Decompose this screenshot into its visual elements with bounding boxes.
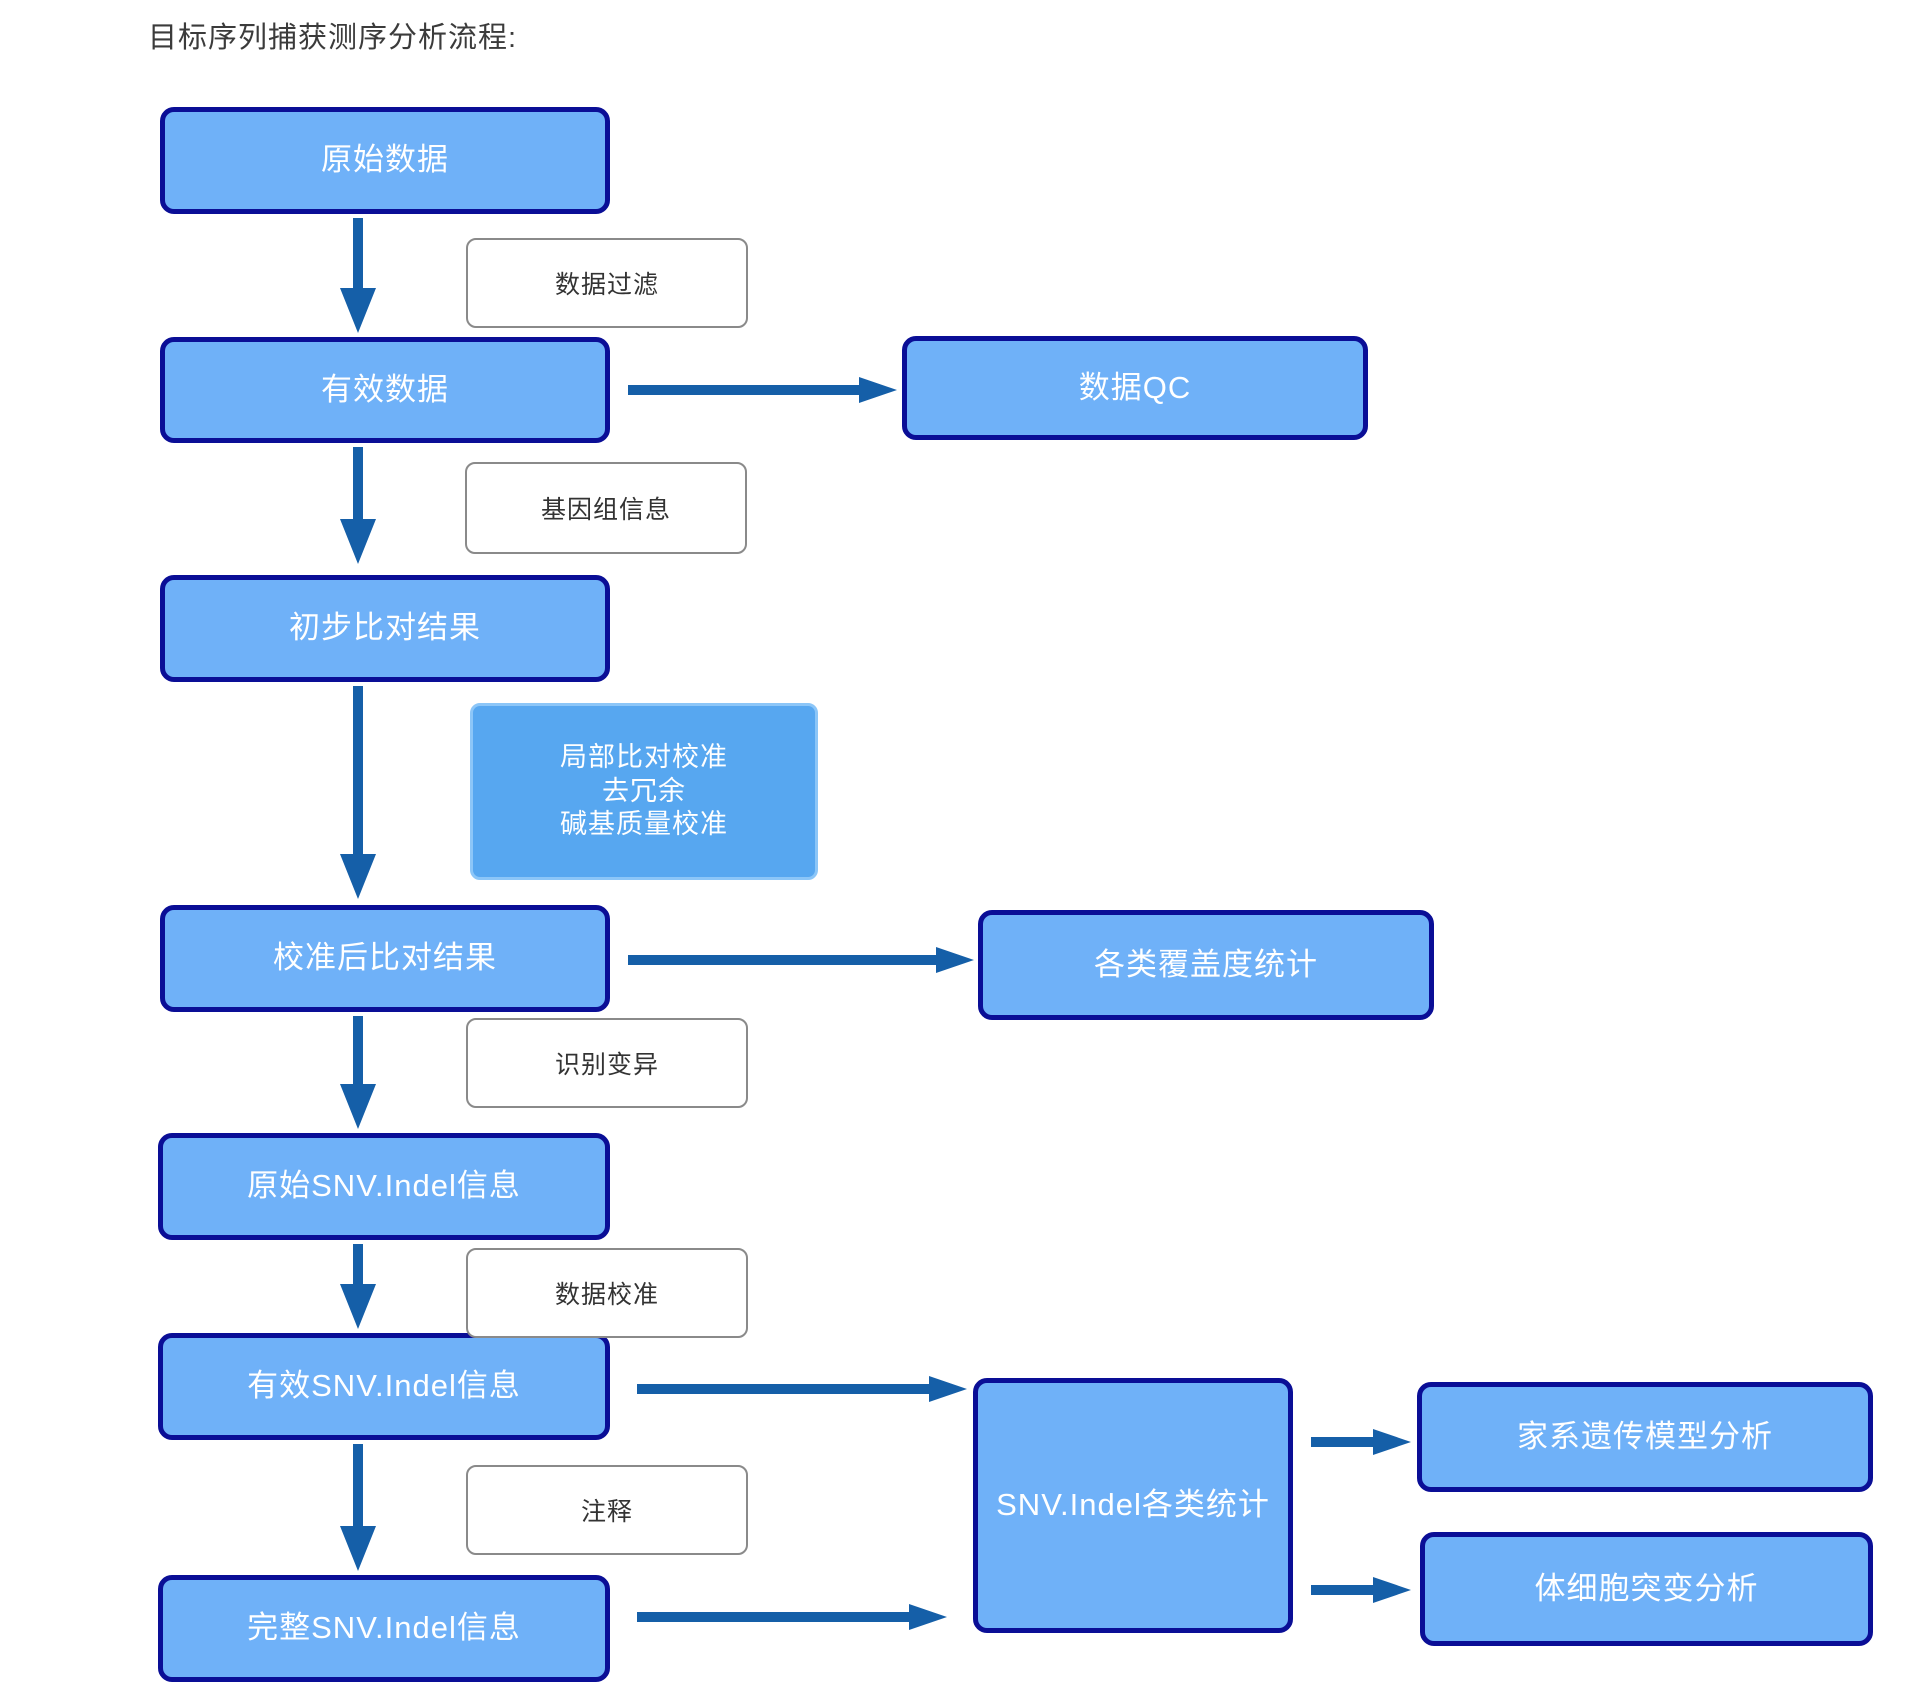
node-pedigree-model: 家系遗传模型分析 (1417, 1382, 1873, 1492)
step-label-annotation: 注释 (466, 1465, 748, 1555)
process-note-box: 局部比对校准 去冗余 碱基质量校准 (470, 703, 818, 880)
process-note-line-3: 碱基质量校准 (560, 809, 728, 840)
arrow-complete-snv-to-snv-stats (637, 1604, 947, 1630)
arrow-valid-data-to-initial-alignment (340, 447, 376, 564)
arrow-valid-snv-to-complete-snv (340, 1444, 376, 1571)
step-label-genome-info: 基因组信息 (465, 462, 747, 554)
node-initial-alignment: 初步比对结果 (160, 575, 610, 682)
node-valid-snv-indel: 有效SNV.Indel信息 (158, 1333, 610, 1440)
step-label-data-calibration: 数据校准 (466, 1248, 748, 1338)
arrow-calibrated-to-coverage-stats (628, 947, 974, 973)
node-somatic-mutation: 体细胞突变分析 (1420, 1532, 1873, 1646)
step-label-data-filter: 数据过滤 (466, 238, 748, 328)
arrow-valid-snv-to-snv-stats (637, 1376, 967, 1402)
arrow-raw-to-valid-data (340, 218, 376, 333)
arrow-calibrated-to-raw-snv (340, 1016, 376, 1129)
node-coverage-stats: 各类覆盖度统计 (978, 910, 1434, 1020)
arrow-raw-snv-to-valid-snv (340, 1244, 376, 1329)
node-calibrated-alignment: 校准后比对结果 (160, 905, 610, 1012)
node-raw-data: 原始数据 (160, 107, 610, 214)
arrow-snv-stats-to-somatic-mutation (1311, 1577, 1411, 1603)
page-title: 目标序列捕获测序分析流程: (148, 22, 518, 54)
node-valid-data: 有效数据 (160, 337, 610, 443)
node-raw-snv-indel: 原始SNV.Indel信息 (158, 1133, 610, 1240)
arrow-snv-stats-to-pedigree-model (1311, 1429, 1411, 1455)
node-data-qc: 数据QC (902, 336, 1368, 440)
arrow-initial-to-calibrated-alignment (340, 686, 376, 899)
step-label-variant-calling: 识别变异 (466, 1018, 748, 1108)
node-complete-snv-indel: 完整SNV.Indel信息 (158, 1575, 610, 1682)
arrow-valid-data-to-data-qc (628, 377, 897, 403)
node-snv-indel-stats: SNV.Indel各类统计 (973, 1378, 1293, 1633)
process-note-line-2: 去冗余 (602, 775, 686, 806)
process-note-line-1: 局部比对校准 (560, 741, 728, 772)
